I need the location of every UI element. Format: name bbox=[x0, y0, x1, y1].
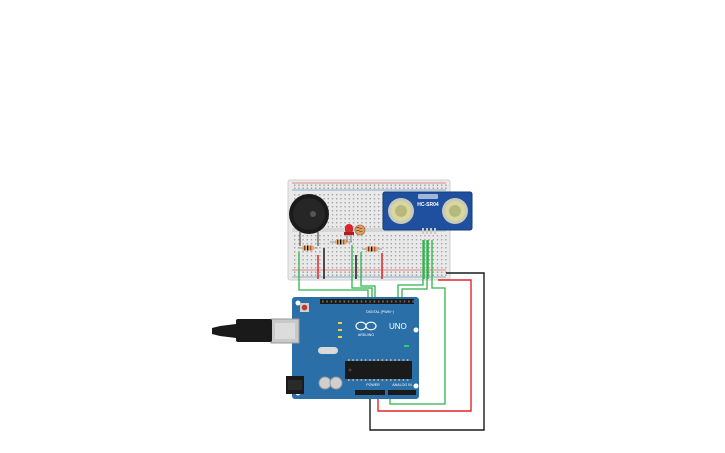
crystal-oscillator bbox=[318, 347, 338, 354]
power-header[interactable] bbox=[355, 390, 385, 395]
resistor-1[interactable] bbox=[298, 245, 318, 251]
breadboard-jumpers[interactable] bbox=[317, 240, 429, 279]
piezo-buzzer-icon[interactable] bbox=[289, 194, 329, 246]
atmega-chip bbox=[345, 359, 412, 381]
resistor-3[interactable] bbox=[362, 246, 382, 252]
analog-header[interactable] bbox=[388, 390, 416, 395]
arduino-uno-board[interactable]: DIGITAL (PWM~) ARDUINO UNO bbox=[292, 297, 419, 399]
wire-black[interactable] bbox=[369, 272, 485, 431]
ultrasonic-sensor[interactable]: HC-SR04 bbox=[382, 191, 473, 234]
usb-cable-icon[interactable] bbox=[212, 318, 300, 344]
reset-button[interactable] bbox=[300, 303, 309, 312]
wire-green-3[interactable] bbox=[360, 252, 376, 300]
wire-green-5[interactable] bbox=[401, 240, 428, 300]
onboard-leds bbox=[338, 322, 409, 347]
wire-green-2[interactable] bbox=[351, 245, 373, 300]
wire-green-6[interactable] bbox=[389, 240, 446, 405]
board-model: UNO bbox=[389, 322, 407, 331]
photoresistor-icon[interactable] bbox=[354, 224, 366, 236]
wire-red[interactable] bbox=[377, 279, 472, 412]
digital-header[interactable] bbox=[320, 299, 414, 304]
wire-green-4[interactable] bbox=[397, 240, 424, 300]
capacitor-1 bbox=[318, 376, 332, 390]
digital-label: DIGITAL (PWM~) bbox=[366, 310, 394, 314]
analog-label: ANALOG IN bbox=[392, 383, 412, 387]
sensor-label: HC-SR04 bbox=[417, 202, 439, 208]
sensor-transducer-right bbox=[442, 198, 468, 224]
capacitor-2 bbox=[329, 376, 343, 390]
arduino-logo: ARDUINO bbox=[355, 321, 377, 337]
sensor-transducer-left bbox=[388, 198, 414, 224]
led-icon[interactable] bbox=[344, 224, 354, 242]
board-brand: ARDUINO bbox=[358, 333, 374, 337]
resistor-2[interactable] bbox=[330, 239, 352, 245]
dc-jack-icon[interactable] bbox=[286, 376, 304, 394]
wire-green-1[interactable] bbox=[298, 252, 369, 300]
power-label: POWER bbox=[366, 383, 380, 387]
